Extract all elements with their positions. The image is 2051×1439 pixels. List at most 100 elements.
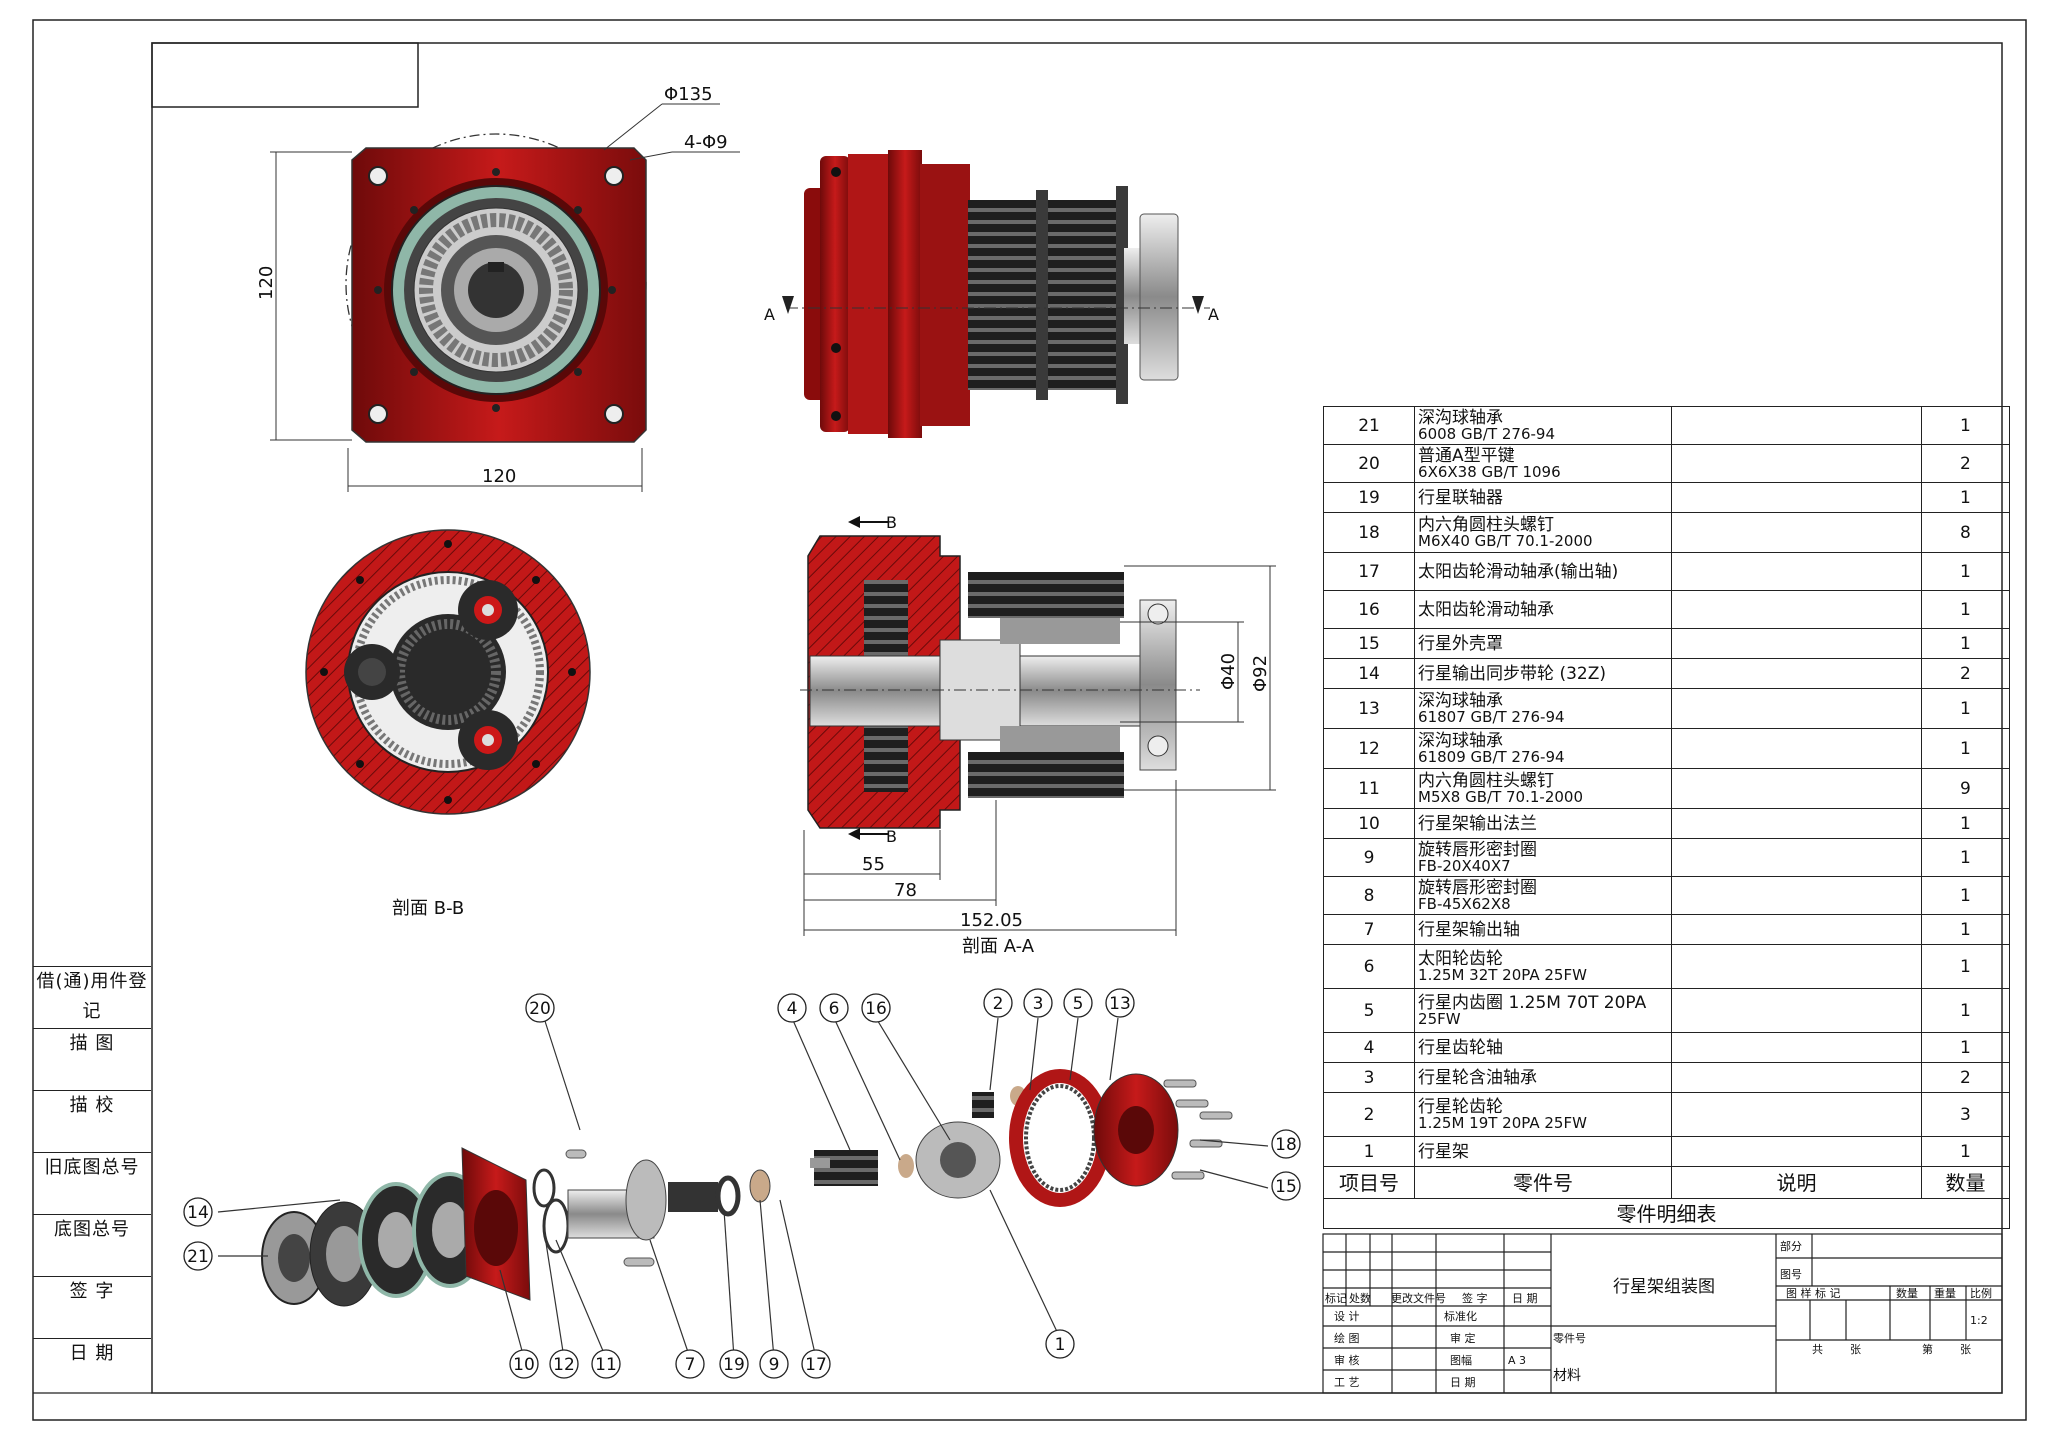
corner-box (151, 42, 419, 108)
bom-part-name: 行星架 (1414, 1136, 1673, 1167)
bom-part-title: 太阳齿轮滑动轴承(输出轴) (1418, 561, 1619, 582)
drawing-title: 行星架组装图 (1613, 1277, 1715, 1297)
bom-quantity: 1 (1920, 688, 2011, 729)
title-block (1322, 1233, 2003, 1394)
svg-text:部分: 部分 (1780, 1239, 1802, 1253)
svg-text:张: 张 (1960, 1343, 1971, 1356)
svg-text:图号: 图号 (1780, 1268, 1802, 1281)
bom-part-title: 行星架输出法兰 (1418, 813, 1538, 834)
svg-text:张: 张 (1850, 1343, 1861, 1356)
bom-item-no: 15 (1322, 628, 1416, 659)
section-a-right: A (1208, 305, 1219, 324)
bom-part-title: 太阳齿轮滑动轴承 (1418, 599, 1555, 620)
bom-part-name: 行星齿轮轴 (1414, 1032, 1673, 1063)
bom-part-title: 行星架 (1418, 1141, 1470, 1162)
bom-item-no: 2 (1322, 1092, 1416, 1137)
dim-dia-92: Φ92 (1250, 655, 1271, 692)
balloon-20: 20 (525, 993, 555, 1023)
bom-part-title: 内六角圆柱头螺钉 (1418, 771, 1555, 791)
balloon-18: 18 (1271, 1129, 1301, 1159)
bom-part-title: 行星联轴器 (1418, 487, 1504, 508)
registry-sign: 签 字 (33, 1276, 151, 1338)
svg-text:签 字: 签 字 (1462, 1291, 1488, 1305)
bom-quantity: 1 (1920, 1136, 2011, 1167)
svg-text:16: 16 (865, 999, 887, 1019)
svg-text:日 期: 日 期 (1450, 1376, 1476, 1389)
bom-part-name: 行星输出同步带轮 (32Z) (1414, 658, 1673, 689)
svg-text:4: 4 (787, 999, 798, 1019)
svg-text:第: 第 (1922, 1342, 1933, 1356)
bom-item-no: 19 (1322, 482, 1416, 513)
svg-text:零件号: 零件号 (1553, 1332, 1586, 1345)
bom-description (1671, 1092, 1922, 1137)
svg-text:图幅: 图幅 (1450, 1354, 1472, 1367)
bom-part-title: 行星内齿圈 1.25M 70T 20PA (1418, 993, 1647, 1013)
bom-item-no: 10 (1322, 808, 1416, 839)
bom-item-no: 20 (1322, 444, 1416, 483)
svg-text:日 期: 日 期 (1512, 1292, 1538, 1305)
section-bb-view (305, 529, 591, 815)
svg-text:重量: 重量 (1934, 1286, 1956, 1300)
bom-item-no: 7 (1322, 914, 1416, 945)
svg-text:14: 14 (187, 1203, 209, 1223)
balloon-13: 13 (1105, 988, 1135, 1018)
bom-description (1671, 406, 1922, 445)
bom-description (1671, 914, 1922, 945)
balloon-16: 16 (861, 993, 891, 1023)
dim-55: 55 (862, 854, 885, 875)
svg-text:更改文件号: 更改文件号 (1391, 1291, 1446, 1305)
bom-part-title: 深沟球轴承 (1418, 408, 1504, 428)
svg-text:12: 12 (553, 1355, 575, 1375)
bom-quantity: 1 (1920, 628, 2011, 659)
bom-part-title: 普通A型平键 (1418, 446, 1515, 466)
svg-text:2: 2 (993, 994, 1004, 1014)
bom-quantity: 1 (1920, 1032, 2011, 1063)
bom-item-no: 18 (1322, 512, 1416, 553)
svg-text:标准化: 标准化 (1444, 1309, 1477, 1323)
bom-quantity: 1 (1920, 988, 2011, 1033)
bom-item-no: 3 (1322, 1062, 1416, 1093)
svg-text:处数: 处数 (1349, 1292, 1371, 1305)
bom-quantity: 1 (1920, 728, 2011, 769)
bom-part-spec: 6008 GB/T 276-94 (1418, 425, 1556, 443)
svg-text:5: 5 (1073, 994, 1084, 1014)
svg-text:1: 1 (1055, 1335, 1066, 1355)
balloon-6: 6 (819, 993, 849, 1023)
registry-trace-check: 描 校 (33, 1090, 151, 1152)
bom-part-spec: 61807 GB/T 276-94 (1418, 708, 1565, 726)
bom-description (1671, 444, 1922, 483)
bom-part-spec: 25FW (1418, 1010, 1461, 1028)
balloon-2: 2 (983, 988, 1013, 1018)
bom-part-title: 内六角圆柱头螺钉 (1418, 515, 1555, 535)
bom-header-no: 项目号 (1322, 1166, 1416, 1199)
bom-part-name: 太阳齿轮滑动轴承 (1414, 590, 1673, 629)
bom-quantity: 1 (1920, 808, 2011, 839)
bom-part-title: 行星输出同步带轮 (32Z) (1418, 663, 1606, 684)
bom-part-spec: 6X6X38 GB/T 1096 (1418, 463, 1561, 481)
bom-item-no: 16 (1322, 590, 1416, 629)
bom-part-title: 旋转唇形密封圈 (1418, 878, 1538, 898)
bom-item-no: 14 (1322, 658, 1416, 689)
svg-text:设 计: 设 计 (1334, 1310, 1360, 1323)
bom-item-no: 11 (1322, 768, 1416, 809)
bom-header-qty: 数量 (1920, 1166, 2011, 1199)
section-a-left: A (764, 305, 775, 324)
bom-quantity: 1 (1920, 914, 2011, 945)
bom-description (1671, 944, 1922, 989)
bom-part-title: 行星轮含油轴承 (1418, 1067, 1538, 1088)
svg-text:绘 图: 绘 图 (1334, 1331, 1360, 1345)
svg-text:7: 7 (685, 1355, 696, 1375)
balloon-12: 12 (549, 1349, 579, 1379)
svg-text:审 核: 审 核 (1334, 1353, 1360, 1367)
section-aa-label: 剖面 A-A (962, 936, 1035, 957)
